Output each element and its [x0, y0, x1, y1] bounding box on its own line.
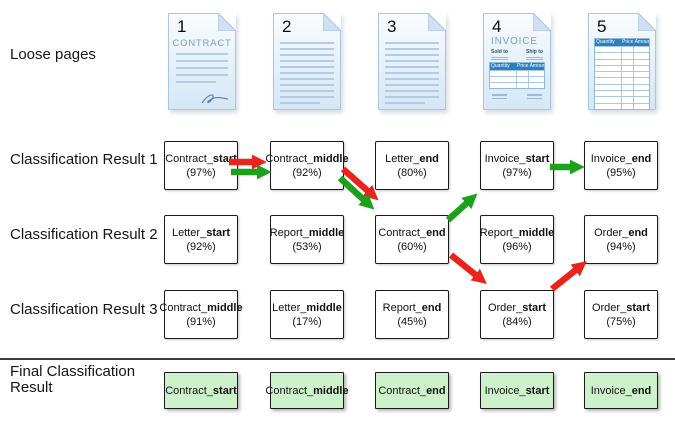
cell-confidence: (75%)	[606, 315, 636, 328]
cell-r3-contract-middle: Contract_middle (91%)	[159, 290, 243, 339]
sold-to-block: Sold to	[491, 49, 508, 60]
cell-label: Report_middle	[269, 226, 345, 239]
invoice-addresses: Sold to Ship to	[491, 49, 543, 60]
arrow-green-contractend-to-invoicestart-icon	[445, 193, 478, 223]
cell-r2-letter-start: Letter_start (92%)	[164, 215, 238, 264]
sold-to-label: Sold to	[491, 49, 508, 55]
invoice-footer-lines	[492, 92, 542, 99]
page-fold-icon	[533, 13, 551, 31]
cell-label: Invoice_end	[590, 152, 652, 165]
cell-label: Letter_start	[171, 226, 231, 239]
arrow-red-orderstart-to-orderend-icon	[549, 261, 587, 292]
page-text-lines	[274, 42, 340, 104]
row-label-loose-pages: Loose pages	[10, 46, 96, 63]
ship-to-block: Ship to	[526, 49, 543, 60]
cell-label: Invoice_start	[484, 384, 550, 397]
cell-label: Order_start	[591, 301, 651, 314]
cell-label: Report_middle	[479, 226, 555, 239]
cell-confidence: (92%)	[292, 166, 322, 179]
cell-confidence: (96%)	[502, 240, 532, 253]
cell-r3-letter-middle: Letter_middle (17%)	[270, 290, 344, 339]
table-page-grid: Quantity Price Amount	[594, 38, 650, 110]
cell-label: Invoice_end	[590, 384, 652, 397]
cell-label: Contract_start	[165, 152, 237, 165]
cell-confidence: (97%)	[186, 166, 216, 179]
page-title: CONTRACT	[172, 38, 232, 49]
final-cell-contract-start: Contract_start	[164, 372, 238, 409]
cell-label: Contract_middle	[265, 152, 349, 165]
cell-r1-invoice-start: Invoice_start (97%)	[480, 141, 554, 190]
page-fold-icon	[428, 13, 446, 31]
cell-confidence: (60%)	[397, 240, 427, 253]
row-label-result-1: Classification Result 1	[10, 151, 158, 168]
row-label-final-result: Final Classification Result	[10, 363, 136, 396]
page-icon-3-text: 3	[378, 13, 446, 110]
cell-label: Invoice_start	[484, 152, 550, 165]
page-icon-1-contract: 1 CONTRACT	[168, 13, 236, 110]
cell-r3-order-start-2: Order_start (75%)	[584, 290, 658, 339]
page-icon-4-invoice: 4 INVOICE Sold to Ship to Quantity Price…	[483, 13, 551, 110]
final-cell-contract-end: Contract_end	[375, 372, 449, 409]
cell-r3-report-end: Report_end (45%)	[375, 290, 449, 339]
final-cell-invoice-start: Invoice_start	[480, 372, 554, 409]
invoice-table-header: Quantity Price Amount	[490, 63, 544, 70]
cell-confidence: (84%)	[502, 315, 532, 328]
page-icon-2-text: 2	[273, 13, 341, 110]
cell-confidence: (80%)	[397, 166, 427, 179]
cell-confidence: (91%)	[186, 315, 216, 328]
cell-r1-invoice-end: Invoice_end (95%)	[584, 141, 658, 190]
page-fold-icon	[218, 13, 236, 31]
cell-r1-contract-middle: Contract_middle (92%)	[265, 141, 349, 190]
page-number: 3	[387, 17, 397, 36]
cell-confidence: (97%)	[502, 166, 532, 179]
arrow-red-contractmiddle-to-contractend-icon	[340, 166, 379, 201]
cell-label: Order_end	[594, 226, 648, 239]
cell-r2-contract-end: Contract_end (60%)	[375, 215, 449, 264]
cell-label: Report_end	[382, 301, 442, 314]
cell-label: Letter_end	[385, 152, 439, 165]
page-number: 1	[177, 17, 187, 36]
signature-icon	[201, 94, 229, 104]
cell-confidence: (92%)	[186, 240, 216, 253]
page-fold-icon	[323, 13, 341, 31]
cell-confidence: (45%)	[397, 315, 427, 328]
cell-label: Letter_middle	[272, 301, 342, 314]
cell-r1-letter-end: Letter_end (80%)	[375, 141, 449, 190]
final-row-divider	[0, 358, 675, 360]
arrow-red-contractend-to-orderstart-icon	[448, 252, 487, 284]
page-icon-5-table: 5 Quantity Price Amount	[588, 13, 656, 110]
cell-r1-contract-start: Contract_start (97%)	[164, 141, 238, 190]
cell-r3-order-start: Order_start (84%)	[480, 290, 554, 339]
page-number: 2	[282, 17, 292, 36]
cell-r2-order-end: Order_end (94%)	[584, 215, 658, 264]
page-number: 4	[492, 17, 502, 36]
cell-confidence: (17%)	[292, 315, 322, 328]
final-cell-invoice-end: Invoice_end	[584, 372, 658, 409]
cell-label: Contract_start	[165, 384, 237, 397]
cell-label: Contract_end	[378, 226, 446, 239]
row-label-result-2: Classification Result 2	[10, 226, 158, 243]
cell-r2-report-middle: Report_middle (53%)	[270, 215, 344, 264]
page-number: 5	[597, 17, 607, 36]
ship-to-label: Ship to	[526, 49, 543, 55]
cell-label: Contract_middle	[159, 301, 243, 314]
cell-confidence: (95%)	[606, 166, 636, 179]
row-label-result-3: Classification Result 3	[10, 301, 158, 318]
page-fold-icon	[638, 13, 656, 31]
cell-r2-report-middle-2: Report_middle (96%)	[480, 215, 554, 264]
cell-confidence: (53%)	[292, 240, 322, 253]
cell-label: Contract_end	[378, 384, 446, 397]
cell-label: Order_start	[487, 301, 547, 314]
page-text-lines	[379, 42, 445, 104]
cell-label: Contract_middle	[265, 384, 349, 397]
invoice-table: Quantity Price Amount	[489, 62, 545, 89]
table-page-header: Quantity Price Amount	[595, 39, 649, 46]
cell-confidence: (94%)	[606, 240, 636, 253]
page-title: INVOICE	[491, 36, 538, 47]
final-cell-contract-middle: Contract_middle	[265, 372, 349, 409]
page-text-lines	[169, 53, 235, 83]
